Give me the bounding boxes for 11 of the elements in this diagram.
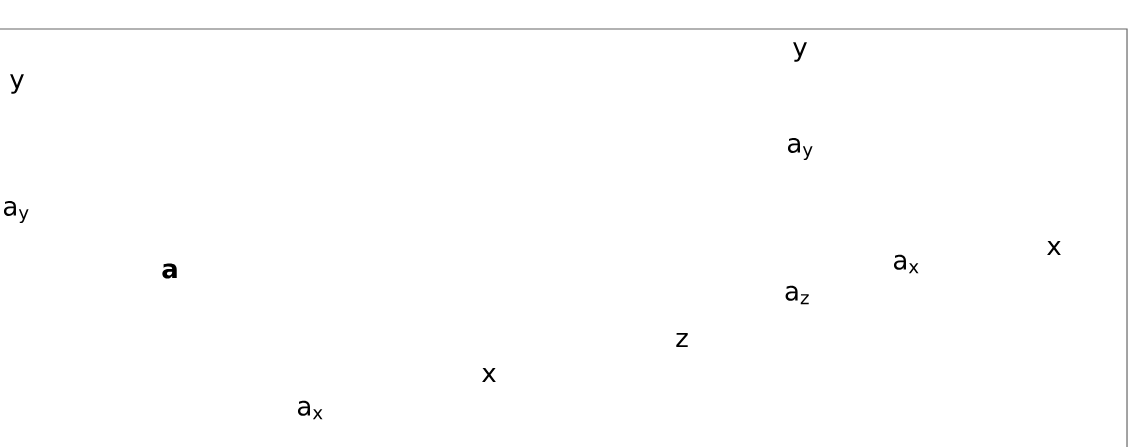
axis-label: y <box>10 74 24 94</box>
vector-label: a <box>162 263 177 279</box>
component-label: a$_{x}$ <box>297 400 323 420</box>
axis-label: y <box>793 42 807 62</box>
component-label: a$_{y}$ <box>3 200 29 224</box>
axis-label: x <box>482 367 496 383</box>
axis-label: x <box>1047 240 1061 256</box>
component-label: a$_{y}$ <box>788 137 813 161</box>
component-label: a$_{z}$ <box>785 285 809 305</box>
component-label: a$_{x}$ <box>894 254 919 274</box>
axis-label: z <box>676 332 688 348</box>
